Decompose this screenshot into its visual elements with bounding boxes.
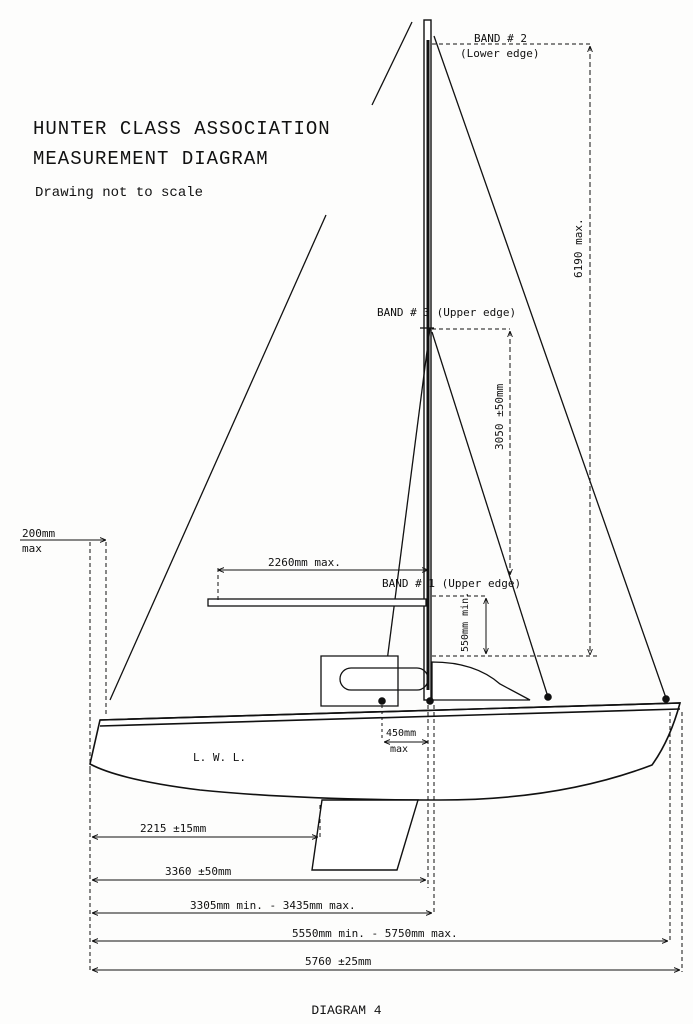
overhang-unit: max <box>22 542 42 555</box>
band-2-marker: BAND # 2 (Lower edge) <box>432 32 590 60</box>
boom-length-value: 2260mm max. <box>268 556 341 569</box>
rigging <box>109 21 667 701</box>
lwl-range-value: 5550mm min. - 5750mm max. <box>292 927 458 940</box>
band-1-height-value: 550mm min. <box>460 592 471 652</box>
mast <box>423 19 432 701</box>
boom <box>207 598 427 607</box>
diagram-caption: DIAGRAM 4 <box>311 1003 382 1018</box>
lwl-label: L. W. L. <box>193 751 246 764</box>
diagram-subtitle: Drawing not to scale <box>35 185 204 201</box>
band-1-label: BAND # 1 (Upper edge) <box>382 577 521 590</box>
band-3-marker: BAND # 3 (Upper edge) <box>377 306 516 330</box>
extension-lines <box>89 705 683 972</box>
stern-overhang-dimension: 200mm max <box>20 527 107 770</box>
band-2-sublabel: (Lower edge) <box>460 47 539 60</box>
keel-position-value: 2215 ±15mm <box>140 822 207 835</box>
band-3-label: BAND # 3 (Upper edge) <box>377 306 516 319</box>
mast-position-dimension: 3360 ±50mm <box>92 865 426 880</box>
boom-length-dimension: 2260mm max. <box>217 556 428 600</box>
chainplate-unit: max <box>390 744 408 755</box>
mast-height-dimension: 6190 max. <box>572 46 590 655</box>
band-2-label: BAND # 2 <box>474 32 527 45</box>
mast-height-value: 6190 max. <box>572 218 585 278</box>
overhang-value: 200mm <box>22 527 55 540</box>
diagram-title-line-2: MEASUREMENT DIAGRAM <box>33 148 269 170</box>
band-spacing-dimension: 3050 ±50mm <box>493 331 510 575</box>
mast-range-dimension: 3305mm min. - 3435mm max. <box>92 899 432 913</box>
mast-range-value: 3305mm min. - 3435mm max. <box>190 899 356 912</box>
overall-length-value: 5760 ±25mm <box>305 955 372 968</box>
hull <box>89 693 682 801</box>
lwl-range-dimension: 5550mm min. - 5750mm max. <box>92 927 668 941</box>
chainplate-value: 450mm <box>386 728 416 739</box>
mast-position-value: 3360 ±50mm <box>165 865 232 878</box>
keel-position-dimension: 2215 ±15mm <box>92 822 318 837</box>
band-1-marker: BAND # 1 (Upper edge) <box>382 577 598 657</box>
overall-length-dimension: 5760 ±25mm <box>92 955 680 970</box>
keel <box>311 799 419 871</box>
chainplate-dimension: 450mm max <box>381 705 428 755</box>
diagram-title-line-1: HUNTER CLASS ASSOCIATION <box>33 118 331 140</box>
band-spacing-value: 3050 ±50mm <box>493 383 506 450</box>
band-1-height-dimension: 550mm min. <box>460 592 486 654</box>
cabin <box>320 655 531 707</box>
